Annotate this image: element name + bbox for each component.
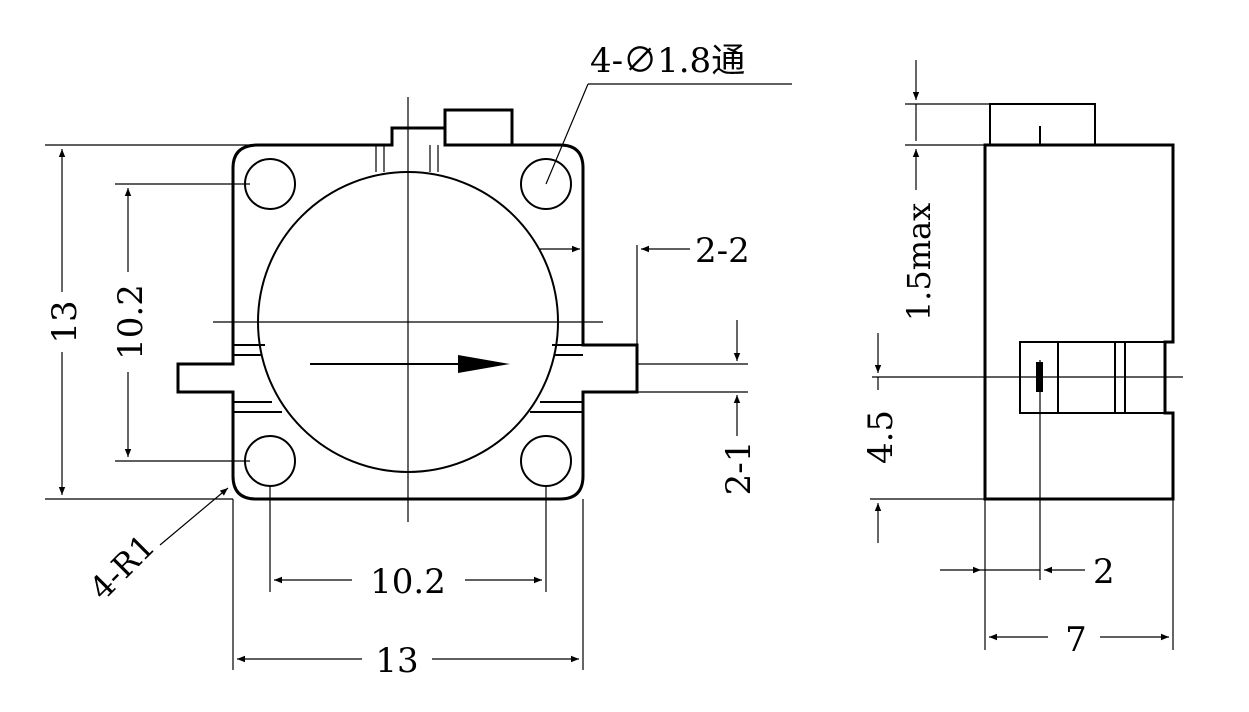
front-connector-block: [443, 108, 514, 147]
front-body-outline: [176, 126, 639, 501]
direction-arrow-icon: [458, 355, 510, 373]
front-hole-pitch-v-label: 10.2: [111, 284, 151, 360]
side-connector-block: [989, 103, 1096, 146]
hole-callout-label: 4-∅1.8通: [590, 41, 745, 81]
side-offset-label: 4.5: [861, 410, 901, 464]
mounting-hole-br: [520, 435, 572, 487]
tab-2-1-label: 2-1: [719, 441, 759, 496]
side-view: 1.5max 4.5 2 7: [861, 60, 1183, 660]
front-width-label: 13: [375, 641, 418, 681]
corner-radius-label: 4-R1: [82, 527, 162, 607]
front-view: 4-∅1.8通 13 10.2 10.2 13 2-2 2-1 4-R1: [45, 41, 792, 681]
side-connector-height-label: 1.5max: [900, 203, 938, 321]
mounting-hole-tr: [520, 158, 572, 210]
side-pin-offset-label: 2: [1093, 552, 1115, 592]
side-depth-label: 7: [1065, 620, 1087, 660]
mounting-hole-tl: [244, 158, 296, 210]
front-hole-pitch-h-label: 10.2: [370, 562, 446, 602]
front-height-label: 13: [45, 300, 85, 343]
tab-2-2-label: 2-2: [695, 231, 750, 271]
side-body-outline: [983, 143, 1175, 501]
mounting-hole-bl: [244, 435, 296, 487]
